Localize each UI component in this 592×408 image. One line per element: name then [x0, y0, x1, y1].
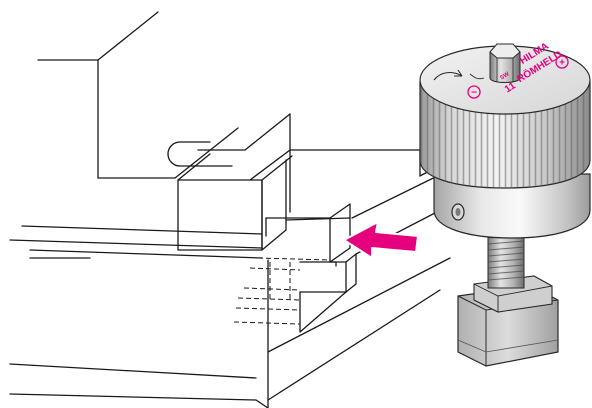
svg-text:+: + [559, 58, 565, 69]
small-code: SW [499, 71, 511, 81]
minus-symbol-icon: − [467, 85, 481, 99]
nut-body [433, 173, 591, 239]
clamp-flange-top-left [177, 153, 211, 181]
clamp-nut: HILMA RÖMHELD 11 SW − + [419, 41, 591, 367]
rotation-indicator-icon [433, 69, 485, 81]
machine-table [9, 159, 471, 408]
table-line-2 [9, 239, 263, 249]
table-bottom-edge-1 [9, 363, 257, 379]
jaw-side [329, 203, 351, 263]
table-slot-right-edge [267, 257, 451, 353]
workpiece-back-step [197, 113, 291, 151]
table-line-1 [21, 225, 263, 235]
clamp-flange-top-right [261, 155, 293, 181]
plus-symbol-icon: + [555, 55, 569, 69]
table-bottom-edge-2 [9, 393, 257, 401]
clamp-flange-side [261, 159, 287, 251]
hidden-lines [233, 257, 331, 325]
svg-text:−: − [471, 88, 477, 99]
workpiece-lower-step [97, 127, 239, 179]
workpiece-top-left-edge [37, 11, 159, 61]
t-nut-block [299, 261, 347, 293]
direction-arrow-icon [343, 221, 419, 259]
t-bolt-head [457, 275, 559, 367]
t-slot-clamp-jaw [265, 203, 357, 333]
nut-top-face: HILMA RÖMHELD 11 SW − + [419, 41, 591, 115]
jaw-top-edge [265, 203, 351, 219]
clamp-jaw-top [285, 217, 351, 221]
hex-screw-icon [489, 43, 521, 83]
clamp-flange-front [177, 179, 263, 251]
slot-rear-edge [249, 113, 291, 181]
t-nut-lower [299, 291, 347, 333]
